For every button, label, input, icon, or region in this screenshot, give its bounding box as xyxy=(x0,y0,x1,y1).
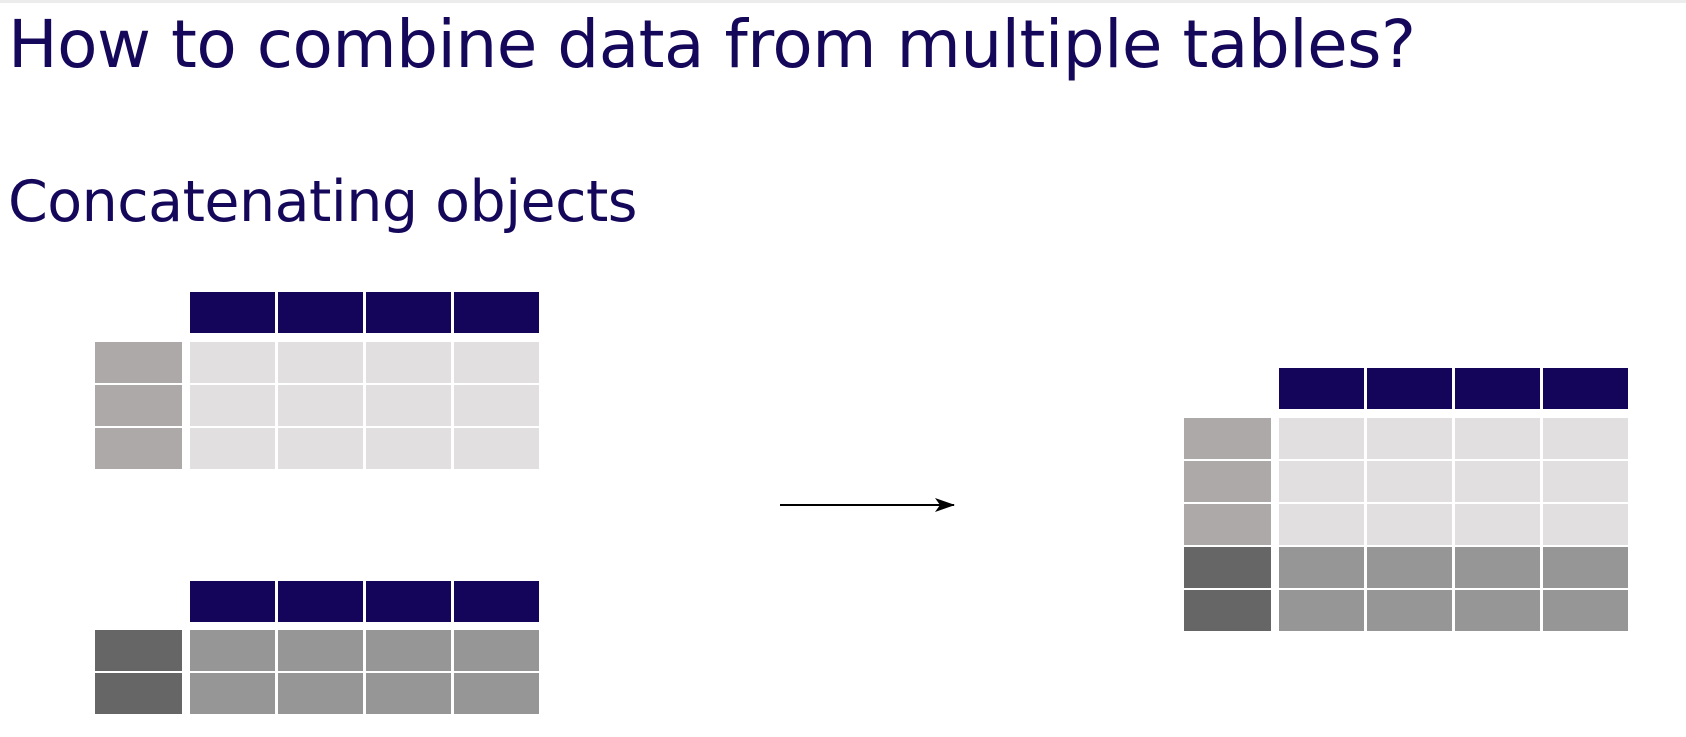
row-index-cell xyxy=(95,342,182,383)
data-cell xyxy=(278,385,363,426)
data-cell xyxy=(454,630,539,671)
row-index-cell xyxy=(1184,418,1271,459)
data-cell xyxy=(366,630,451,671)
first-table xyxy=(95,292,539,469)
data-cell xyxy=(190,428,275,469)
data-cell xyxy=(366,385,451,426)
data-cell xyxy=(1367,461,1452,502)
data-cell xyxy=(1543,547,1628,588)
data-cell xyxy=(1455,547,1540,588)
column-header-cell xyxy=(366,581,451,622)
data-cell xyxy=(190,342,275,383)
top-border xyxy=(0,0,1686,3)
data-cell xyxy=(278,342,363,383)
data-cell xyxy=(366,428,451,469)
row-index-cell xyxy=(1184,547,1271,588)
column-header-cell xyxy=(1543,368,1628,409)
data-cell xyxy=(278,630,363,671)
data-cell xyxy=(366,673,451,714)
data-cell xyxy=(1543,418,1628,459)
column-header-cell xyxy=(190,292,275,333)
data-cell xyxy=(190,385,275,426)
data-cell xyxy=(1367,504,1452,545)
data-cell xyxy=(190,673,275,714)
data-cell xyxy=(1543,590,1628,631)
data-cell xyxy=(1279,461,1364,502)
column-header-cell xyxy=(1279,368,1364,409)
data-cell xyxy=(1279,590,1364,631)
data-cell xyxy=(454,673,539,714)
column-header-cell xyxy=(366,292,451,333)
data-cell xyxy=(1543,461,1628,502)
data-cell xyxy=(1367,547,1452,588)
data-cell xyxy=(1455,504,1540,545)
second-table xyxy=(95,581,539,714)
data-cell xyxy=(366,342,451,383)
data-cell xyxy=(1543,504,1628,545)
column-header-cell xyxy=(1367,368,1452,409)
column-header-cell xyxy=(454,581,539,622)
data-cell xyxy=(190,630,275,671)
column-header-cell xyxy=(1455,368,1540,409)
data-cell xyxy=(1279,504,1364,545)
row-index-cell xyxy=(95,385,182,426)
row-index-cell xyxy=(95,428,182,469)
row-index-cell xyxy=(1184,461,1271,502)
data-cell xyxy=(454,342,539,383)
data-cell xyxy=(1279,418,1364,459)
column-header-cell xyxy=(190,581,275,622)
data-cell xyxy=(1367,590,1452,631)
data-cell xyxy=(1455,590,1540,631)
row-index-cell xyxy=(95,630,182,671)
data-cell xyxy=(454,428,539,469)
row-index-cell xyxy=(1184,590,1271,631)
data-cell xyxy=(1279,547,1364,588)
data-cell xyxy=(1455,418,1540,459)
data-cell xyxy=(278,428,363,469)
data-cell xyxy=(1367,418,1452,459)
result-table xyxy=(1184,368,1628,631)
data-cell xyxy=(1455,461,1540,502)
data-cell xyxy=(278,673,363,714)
section-title: Concatenating objects xyxy=(8,169,638,235)
row-index-cell xyxy=(95,673,182,714)
column-header-cell xyxy=(278,581,363,622)
column-header-cell xyxy=(454,292,539,333)
row-index-cell xyxy=(1184,504,1271,545)
page-title: How to combine data from multiple tables… xyxy=(8,6,1416,83)
column-header-cell xyxy=(278,292,363,333)
data-cell xyxy=(454,385,539,426)
